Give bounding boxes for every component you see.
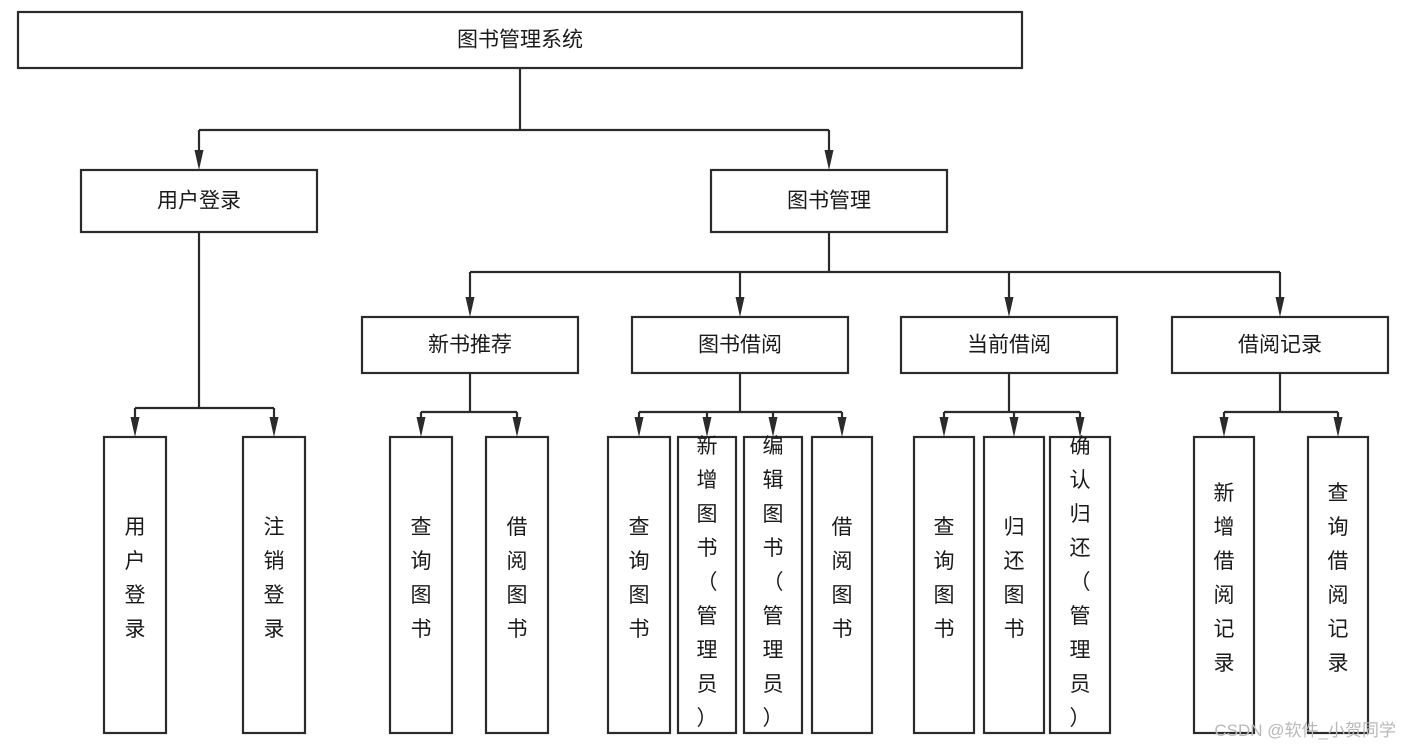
arrow-head-icon bbox=[735, 297, 745, 317]
arrow-head-icon bbox=[1219, 417, 1229, 437]
node-box-new-book-recommend[interactable] bbox=[360, 315, 580, 375]
node-label-leaf-add-borrow-record: 新增借阅记录 bbox=[1214, 482, 1235, 675]
csdn-watermark: CSDN @软件_小贺同学 bbox=[1214, 721, 1396, 740]
arrow-head-icon bbox=[837, 417, 847, 437]
node-leaf-query-book-recommend[interactable]: 查询图书 bbox=[388, 435, 454, 735]
node-leaf-user-login[interactable]: 用户登录 bbox=[102, 435, 168, 735]
node-box-leaf-return-book[interactable] bbox=[982, 435, 1046, 735]
arrow-head-icon bbox=[824, 150, 834, 170]
node-leaf-add-borrow-record[interactable]: 新增借阅记录 bbox=[1192, 435, 1256, 735]
node-leaf-query-borrow-record[interactable]: 查询借阅记录 bbox=[1306, 435, 1370, 735]
node-leaf-query-book-borrow[interactable]: 查询图书 bbox=[606, 435, 672, 735]
node-book-management[interactable]: 图书管理 bbox=[709, 168, 949, 234]
node-user-login[interactable]: 用户登录 bbox=[79, 168, 319, 234]
node-label-leaf-confirm-return: 确认归还（管理员） bbox=[1070, 435, 1091, 730]
node-label-borrow-record: 借阅记录 bbox=[1238, 334, 1322, 357]
node-label-leaf-query-book-borrow: 查询图书 bbox=[629, 516, 650, 641]
node-label-current-borrow: 当前借阅 bbox=[967, 334, 1051, 357]
node-box-leaf-borrow-book-recommend[interactable] bbox=[484, 435, 550, 735]
arrow-head-icon bbox=[465, 297, 475, 317]
node-box-borrow-record[interactable] bbox=[1170, 315, 1390, 375]
node-box-leaf-query-borrow-record[interactable] bbox=[1306, 435, 1370, 735]
arrow-head-icon bbox=[1004, 297, 1014, 317]
node-leaf-borrow-book-recommend[interactable]: 借阅图书 bbox=[484, 435, 550, 735]
node-current-borrow[interactable]: 当前借阅 bbox=[899, 315, 1119, 375]
node-leaf-add-book[interactable]: 新增图书（管理员） bbox=[676, 435, 738, 735]
node-label-new-book-recommend: 新书推荐 bbox=[428, 334, 512, 357]
node-label-leaf-user-login: 用户登录 bbox=[125, 516, 146, 641]
node-box-leaf-query-book-recommend[interactable] bbox=[388, 435, 454, 735]
node-label-leaf-add-book: 新增图书（管理员） bbox=[697, 435, 718, 730]
node-label-leaf-edit-book: 编辑图书（管理员） bbox=[763, 435, 784, 730]
node-label-leaf-borrow-book-recommend: 借阅图书 bbox=[507, 516, 528, 641]
node-leaf-logout[interactable]: 注销登录 bbox=[241, 435, 307, 735]
node-box-leaf-add-book[interactable] bbox=[676, 435, 738, 735]
node-book-borrow[interactable]: 图书借阅 bbox=[630, 315, 850, 375]
node-box-leaf-query-book-borrow[interactable] bbox=[606, 435, 672, 735]
node-label-leaf-borrow-book: 借阅图书 bbox=[832, 516, 853, 641]
node-box-leaf-query-book-current[interactable] bbox=[912, 435, 976, 735]
arrow-head-icon bbox=[512, 417, 522, 437]
arrow-head-icon bbox=[130, 417, 140, 437]
node-box-leaf-borrow-book[interactable] bbox=[810, 435, 874, 735]
arrow-head-icon bbox=[1275, 297, 1285, 317]
node-leaf-confirm-return[interactable]: 确认归还（管理员） bbox=[1048, 435, 1112, 735]
node-label-root: 图书管理系统 bbox=[457, 29, 583, 52]
node-label-leaf-query-book-current: 查询图书 bbox=[934, 516, 955, 641]
node-box-root[interactable] bbox=[16, 10, 1024, 70]
node-box-leaf-user-login[interactable] bbox=[102, 435, 168, 735]
arrow-head-icon bbox=[1075, 417, 1085, 437]
node-box-leaf-edit-book[interactable] bbox=[742, 435, 804, 735]
node-label-user-login: 用户登录 bbox=[157, 190, 241, 213]
arrow-head-icon bbox=[194, 150, 204, 170]
node-label-leaf-logout: 注销登录 bbox=[264, 516, 285, 641]
node-label-book-borrow: 图书借阅 bbox=[698, 334, 782, 357]
node-leaf-return-book[interactable]: 归还图书 bbox=[982, 435, 1046, 735]
arrow-head-icon bbox=[1009, 417, 1019, 437]
node-leaf-query-book-current[interactable]: 查询图书 bbox=[912, 435, 976, 735]
node-label-book-management: 图书管理 bbox=[787, 190, 871, 213]
arrow-head-icon bbox=[702, 417, 712, 437]
node-leaf-borrow-book[interactable]: 借阅图书 bbox=[810, 435, 874, 735]
node-label-leaf-query-borrow-record: 查询借阅记录 bbox=[1328, 482, 1349, 675]
node-label-leaf-return-book: 归还图书 bbox=[1004, 516, 1025, 641]
node-box-leaf-confirm-return[interactable] bbox=[1048, 435, 1112, 735]
arrow-head-icon bbox=[416, 417, 426, 437]
node-new-book-recommend[interactable]: 新书推荐 bbox=[360, 315, 580, 375]
node-label-leaf-query-book-recommend: 查询图书 bbox=[411, 516, 432, 641]
node-box-current-borrow[interactable] bbox=[899, 315, 1119, 375]
node-box-book-management[interactable] bbox=[709, 168, 949, 234]
nodes-layer: 图书管理系统用户登录图书管理新书推荐图书借阅当前借阅借阅记录用户登录注销登录查询… bbox=[16, 10, 1390, 735]
arrow-head-icon bbox=[1333, 417, 1343, 437]
node-borrow-record[interactable]: 借阅记录 bbox=[1170, 315, 1390, 375]
arrow-head-icon bbox=[269, 417, 279, 437]
node-root[interactable]: 图书管理系统 bbox=[16, 10, 1024, 70]
node-box-leaf-add-borrow-record[interactable] bbox=[1192, 435, 1256, 735]
node-box-user-login[interactable] bbox=[79, 168, 319, 234]
arrow-head-icon bbox=[634, 417, 644, 437]
node-leaf-edit-book[interactable]: 编辑图书（管理员） bbox=[742, 435, 804, 735]
arrow-head-icon bbox=[939, 417, 949, 437]
node-box-leaf-logout[interactable] bbox=[241, 435, 307, 735]
node-box-book-borrow[interactable] bbox=[630, 315, 850, 375]
arrow-head-icon bbox=[768, 417, 778, 437]
connectors-layer bbox=[130, 68, 1343, 437]
